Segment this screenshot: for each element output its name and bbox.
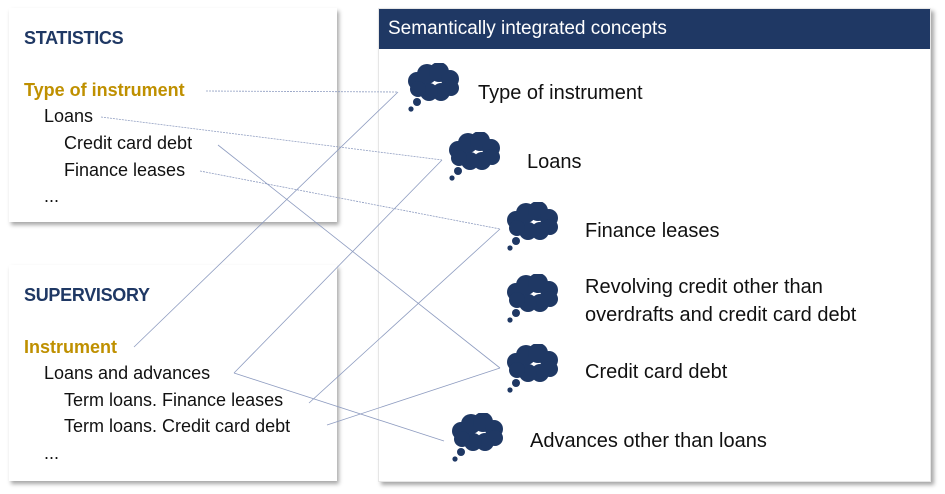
stat-item-credit-card-debt: Credit card debt [64, 133, 193, 153]
thought-cloud-icon [507, 274, 558, 323]
concept-type-of-instrument: Type of instrument [478, 82, 643, 104]
concept-revolving-credit: Revolving credit other than overdrafts a… [585, 276, 857, 326]
concept-finance-leases: Finance leases [585, 220, 720, 242]
sup-item-term-loans-credit-card-debt: Term loans. Credit card debt [64, 416, 291, 436]
stat-item-ellipsis: ... [44, 186, 60, 206]
sup-item-loans-and-advances: Loans and advances [44, 363, 211, 383]
supervisory-title: SUPERVISORY [24, 285, 150, 305]
thought-cloud-icon [452, 413, 503, 462]
thought-cloud-icon [408, 63, 459, 112]
concept-loans: Loans [527, 151, 582, 173]
stat-item-loans: Loans [44, 106, 94, 126]
concepts-header: Semantically integrated concepts [379, 9, 930, 49]
stat-item-finance-leases: Finance leases [64, 160, 186, 180]
sup-item-term-loans-finance-leases: Term loans. Finance leases [64, 390, 284, 410]
thought-cloud-icon [507, 344, 558, 393]
sup-item-ellipsis: ... [44, 443, 60, 463]
concept-credit-card-debt: Credit card debt [585, 361, 728, 383]
sup-item-instrument: Instrument [24, 337, 118, 357]
statistics-title: STATISTICS [24, 28, 124, 48]
stat-item-type-of-instrument: Type of instrument [24, 80, 185, 100]
thought-cloud-icon [449, 132, 500, 181]
thought-cloud-icon [507, 202, 558, 251]
concept-advances-other-than-loans: Advances other than loans [530, 430, 767, 452]
supervisory-card: SUPERVISORY Instrument Loans and advance… [9, 265, 337, 481]
statistics-card: STATISTICS Type of instrument Loans Cred… [9, 8, 337, 222]
